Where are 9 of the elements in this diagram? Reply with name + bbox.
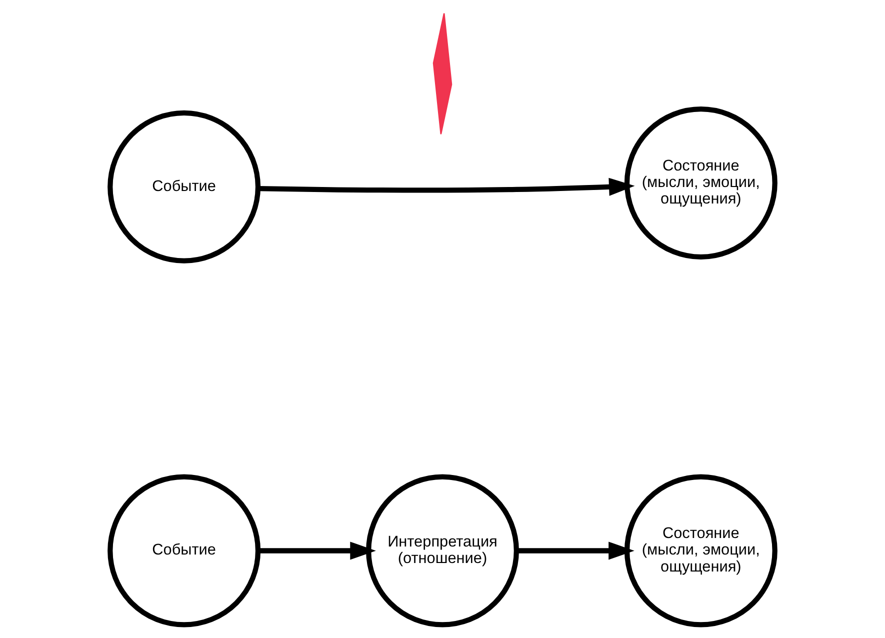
arrow	[516, 542, 634, 560]
node-circle: Событие	[108, 474, 261, 628]
node-circle: Событие	[108, 110, 261, 264]
node-cross	[432, 12, 452, 135]
node-circle: Состояние (мысли, эмоции, ощущения)	[624, 106, 778, 260]
node-circle: Состояние (мысли, эмоции, ощущения)	[624, 474, 778, 628]
arrow	[258, 178, 635, 196]
arrow	[258, 542, 376, 560]
node-circle: Интерпретация (отношение)	[366, 474, 519, 628]
